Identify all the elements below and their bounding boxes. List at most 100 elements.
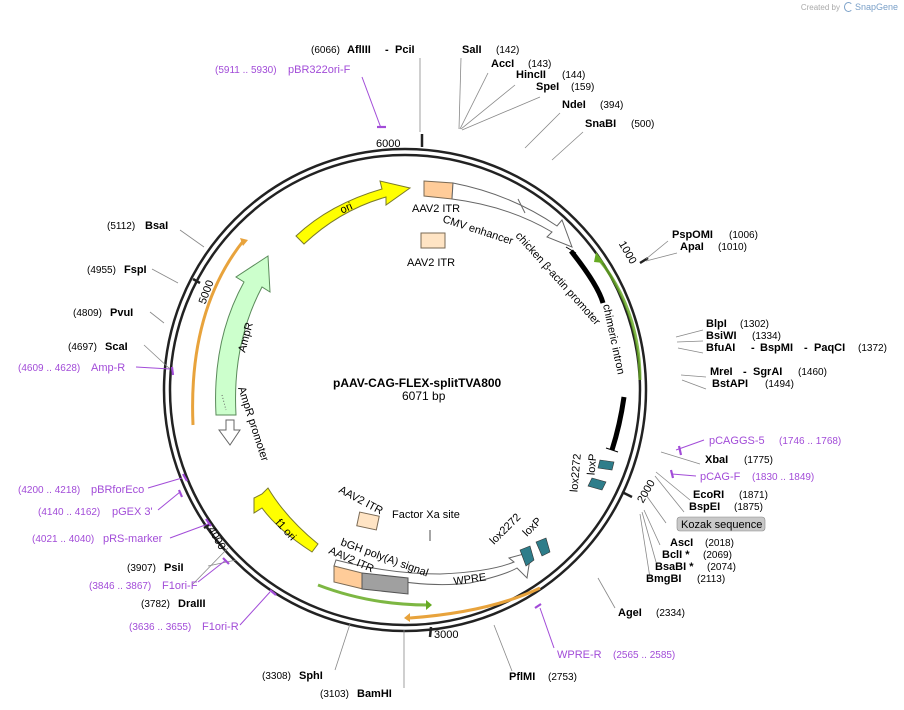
enzyme-pflMI-pos: (2753) bbox=[548, 672, 577, 683]
enzyme-pciI-name: PciI bbox=[395, 44, 415, 56]
enzyme-fspI-pos: (4955) bbox=[87, 265, 116, 276]
enzyme-apaI-name: ApaI bbox=[680, 241, 704, 253]
chimeric-green-head bbox=[594, 252, 604, 263]
loxp-b-label: loxP bbox=[521, 515, 545, 539]
wpre-orange-arc bbox=[409, 586, 541, 620]
ampr-dotted bbox=[221, 394, 227, 411]
enzyme-bspMI-name: BspMI bbox=[760, 342, 793, 354]
primer-pbrforeco-range: (4200 .. 4218) bbox=[18, 485, 80, 496]
enzyme-bsaI-pos: (5112) bbox=[107, 221, 135, 232]
kozak-badge-bg[interactable] bbox=[676, 516, 766, 532]
tick-label-3000: 3000 bbox=[434, 629, 458, 641]
primer-labels: (5911 .. 5930) pBR322ori-F pCAGGS-5 (174… bbox=[18, 64, 841, 661]
factor-xa-box[interactable] bbox=[356, 511, 380, 531]
enzyme-aflIII-pos: (6066) bbox=[311, 45, 340, 56]
enzyme-blpI-pos: (1302) bbox=[740, 319, 769, 330]
tick-label-2000: 2000 bbox=[635, 478, 658, 505]
primer-pcaggs5-range: (1746 .. 1768) bbox=[779, 436, 841, 447]
lox2272-a-label: lox2272 bbox=[568, 453, 583, 492]
enzyme-fspI-name: FspI bbox=[124, 264, 147, 276]
enzyme-bspEI-name: BspEI bbox=[689, 501, 720, 513]
loxp-b-marker[interactable] bbox=[535, 537, 551, 557]
cmv-divider bbox=[517, 198, 526, 214]
enzyme-ascI-name: AscI bbox=[670, 537, 693, 549]
enzyme-bsaBI-name: BsaBI * bbox=[655, 561, 694, 573]
enzyme-psiI-name: PsiI bbox=[164, 562, 184, 574]
enzyme-pflMI-name: PflMI bbox=[509, 671, 535, 683]
aav2-itr-small-box[interactable] bbox=[420, 232, 446, 249]
primer-pbr322-name: pBR322ori-F bbox=[288, 64, 351, 76]
enzyme-dash-bsp: - bbox=[804, 342, 808, 354]
credit-brand: SnapGene bbox=[854, 2, 898, 12]
f1-ori-arrow[interactable] bbox=[253, 487, 319, 553]
loxp-a-marker[interactable] bbox=[587, 477, 607, 491]
enzyme-ndeI-pos: (394) bbox=[600, 100, 623, 111]
ampr-orange-head bbox=[240, 238, 248, 246]
primer-ampr-range: (4609 .. 4628) bbox=[18, 363, 80, 374]
primer-pbr322-range: (5911 .. 5930) bbox=[215, 65, 277, 76]
enzyme-dash-mre: - bbox=[743, 366, 747, 378]
chimeric-green-arc bbox=[596, 257, 642, 381]
enzyme-scaI-pos: (4697) bbox=[68, 342, 97, 353]
enzyme-speI-pos: (159) bbox=[571, 82, 594, 93]
enzyme-snaBI-pos: (500) bbox=[631, 119, 654, 130]
ori-feature-arrow[interactable] bbox=[295, 180, 412, 245]
enzyme-bstAPI-name: BstAPI bbox=[712, 378, 748, 390]
primer-f1orir-range: (3636 .. 3655) bbox=[129, 622, 191, 633]
primer-marks bbox=[170, 125, 683, 609]
enzyme-leaders bbox=[143, 57, 707, 688]
enzyme-snaBI-name: SnaBI bbox=[585, 118, 616, 130]
enzyme-hincII-name: HincII bbox=[516, 69, 546, 81]
lox2272-a-marker[interactable] bbox=[597, 459, 615, 471]
enzyme-ecoRI-name: EcoRI bbox=[693, 489, 724, 501]
enzyme-bstAPI-pos: (1494) bbox=[765, 379, 794, 390]
enzyme-bclI-name: BclI * bbox=[662, 549, 690, 561]
primer-f1orif-range: (3846 .. 3867) bbox=[89, 581, 151, 592]
aav2-itr-small-label: AAV2 ITR bbox=[407, 257, 455, 269]
primer-pcagf-range: (1830 .. 1849) bbox=[752, 472, 814, 483]
enzyme-ndeI-name: NdeI bbox=[562, 99, 586, 111]
primer-prs-range: (4021 .. 4040) bbox=[32, 534, 94, 545]
plasmid-size: 6071 bp bbox=[402, 389, 446, 403]
primer-pcaggs5-name: pCAGGS-5 bbox=[709, 435, 765, 447]
ampr-arrow[interactable] bbox=[215, 255, 271, 416]
enzyme-aflIII-name: AflIII bbox=[347, 44, 371, 56]
primer-wprer-range: (2565 .. 2585) bbox=[613, 650, 675, 661]
primer-f1orif-name: F1ori-F bbox=[162, 580, 198, 592]
enzyme-salI-name: SalI bbox=[462, 44, 482, 56]
primer-pbrforeco-name: pBRforEco bbox=[91, 484, 144, 496]
enzyme-pvuI-name: PvuI bbox=[110, 307, 133, 319]
enzyme-bfuAI-pos: (1372) bbox=[858, 343, 887, 354]
enzyme-bfuAI-name: BfuAI bbox=[706, 342, 735, 354]
aav2-itr-top-box[interactable] bbox=[423, 180, 454, 200]
enzyme-bmgBI-pos: (2113) bbox=[697, 574, 725, 585]
enzyme-speI-name: SpeI bbox=[536, 81, 559, 93]
lox2272-b-marker[interactable] bbox=[519, 545, 535, 567]
ampr-promoter-label: AmpR promoter bbox=[235, 385, 271, 463]
primer-pcagf-name: pCAG-F bbox=[700, 471, 741, 483]
enzyme-ageI-name: AgeI bbox=[618, 607, 642, 619]
wpre-orange-head bbox=[404, 613, 410, 622]
wpre-label: WPRE bbox=[453, 571, 487, 587]
ori-label: ori bbox=[338, 200, 354, 216]
bottom-green-arc bbox=[317, 583, 429, 607]
enzyme-dash-aflIII: - bbox=[385, 44, 389, 56]
credit-prefix: Created by bbox=[800, 2, 840, 12]
ampr-promoter-arrow[interactable] bbox=[218, 419, 241, 446]
tick-2000 bbox=[621, 490, 633, 499]
enzyme-draIII-pos: (3782) bbox=[141, 599, 170, 610]
enzyme-xbaI-name: XbaI bbox=[705, 454, 728, 466]
enzyme-accI-name: AccI bbox=[491, 58, 514, 70]
cmv-enhancer-label: CMV enhancer bbox=[441, 213, 515, 247]
primer-wprer-name: WPRE-R bbox=[557, 649, 602, 661]
bottom-green-head bbox=[426, 600, 432, 610]
aav2-itr-top-label: AAV2 ITR bbox=[412, 203, 460, 215]
tick-label-1000: 1000 bbox=[616, 239, 639, 266]
cmv-chicken-actin-arrow[interactable] bbox=[451, 182, 573, 248]
bgh-polya-box[interactable] bbox=[361, 572, 409, 595]
enzyme-xbaI-pos: (1775) bbox=[744, 455, 773, 466]
lox2272-b-label: lox2272 bbox=[488, 511, 524, 547]
enzyme-pvuI-pos: (4809) bbox=[73, 308, 102, 319]
ampr-orange-arc bbox=[191, 239, 246, 426]
